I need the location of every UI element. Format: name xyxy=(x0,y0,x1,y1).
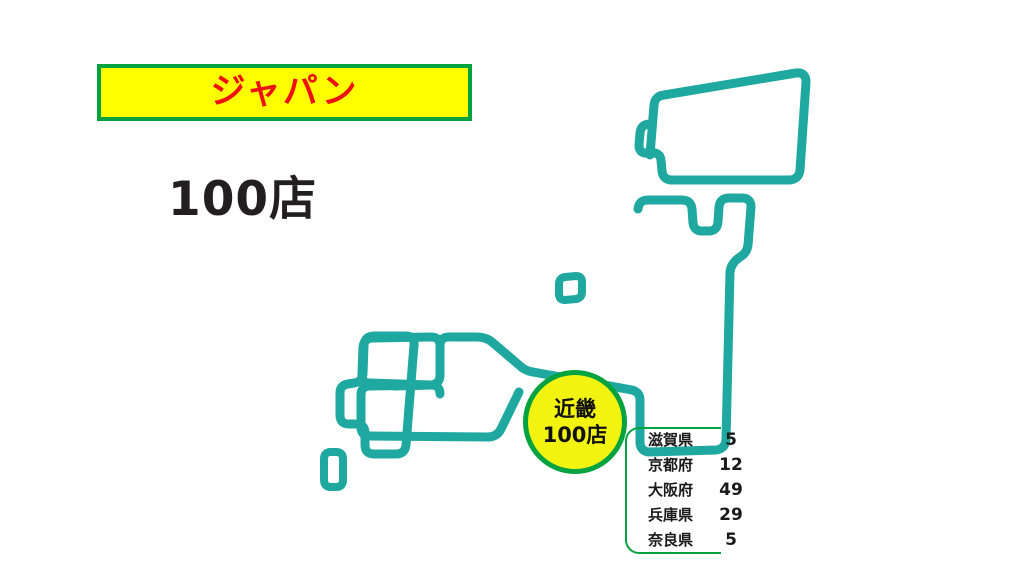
table-row: 京都府 12 xyxy=(648,453,768,478)
prefecture-value: 49 xyxy=(719,480,743,500)
region-callout-bubble: 近畿 100店 xyxy=(523,370,627,474)
region-count-label: 100店 xyxy=(542,423,608,447)
prefecture-name: 兵庫県 xyxy=(648,506,694,524)
table-row: 兵庫県 29 xyxy=(648,503,768,528)
prefecture-name: 滋賀県 xyxy=(648,431,694,449)
map-island-shikoku xyxy=(356,380,524,442)
map-island-chugoku xyxy=(357,332,445,390)
map-island-kyushu xyxy=(335,331,419,459)
prefecture-table: 滋賀県 5 京都府 12 大阪府 49 兵庫県 29 奈良県 5 xyxy=(648,428,768,553)
prefecture-value: 29 xyxy=(719,505,743,525)
title-banner: ジャパン xyxy=(97,64,472,121)
table-row: 大阪府 49 xyxy=(648,478,768,503)
table-row: 奈良県 5 xyxy=(648,528,768,553)
region-name-label: 近畿 xyxy=(554,396,596,421)
prefecture-value: 5 xyxy=(725,530,737,550)
title-banner-label: ジャパン xyxy=(210,72,359,112)
prefecture-name: 京都府 xyxy=(648,456,694,474)
prefecture-value: 5 xyxy=(725,430,737,450)
table-row: 滋賀県 5 xyxy=(648,428,768,453)
national-total-label: 100店 xyxy=(168,172,318,227)
prefecture-value: 12 xyxy=(719,455,743,475)
prefecture-name: 奈良県 xyxy=(648,531,694,549)
prefecture-name: 大阪府 xyxy=(648,481,694,499)
map-island-hokkaido xyxy=(634,68,811,185)
map-island-okinawa xyxy=(320,448,347,491)
map-island-sado xyxy=(555,272,586,304)
